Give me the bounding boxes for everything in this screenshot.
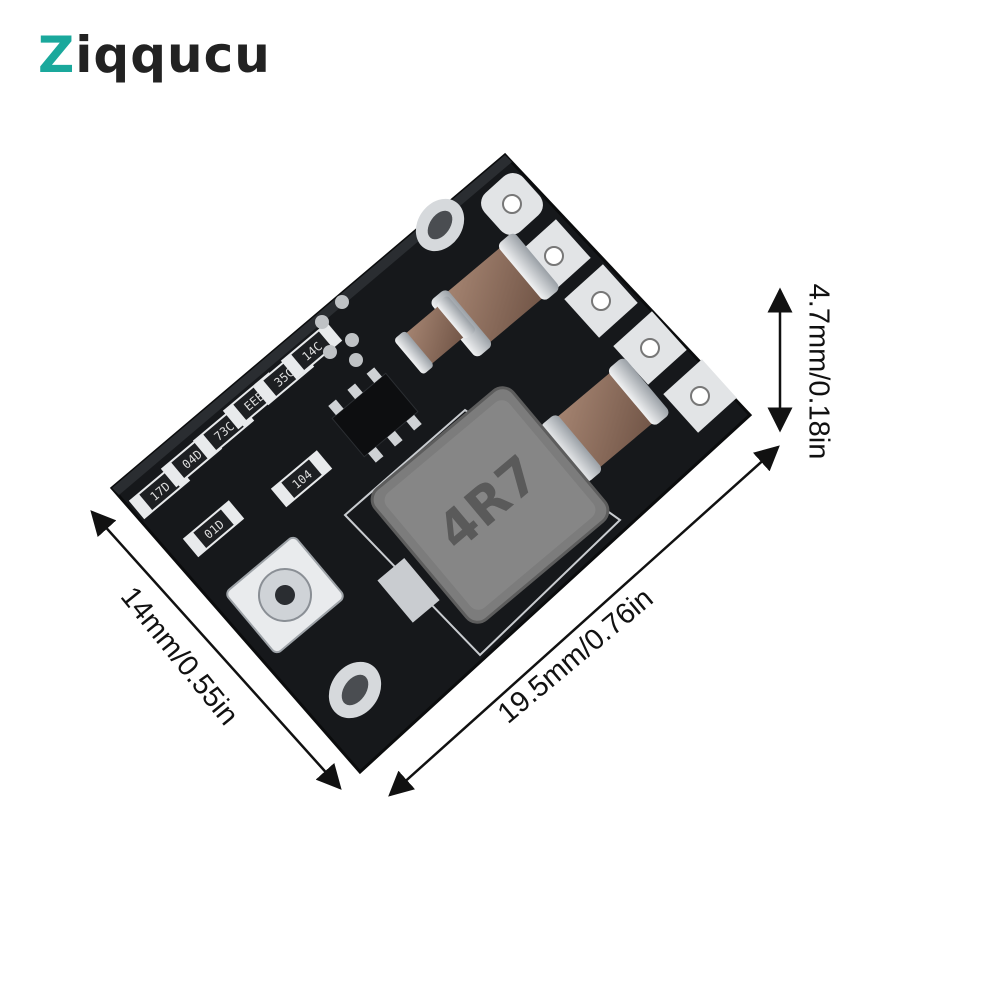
dimension-label-height: 4.7mm/0.18in	[802, 283, 835, 460]
brand-logo: Ziqqucu	[38, 30, 271, 80]
brand-logo-first-letter: Z	[38, 26, 76, 84]
vias	[315, 295, 363, 367]
pcb-top-edge	[112, 155, 512, 495]
dimension-arrow-length	[388, 445, 780, 797]
ic-chip	[328, 367, 422, 463]
pin-pad-5	[663, 359, 737, 433]
dimension-arrow-width	[90, 510, 342, 790]
mounting-hole-bottom	[328, 661, 382, 719]
brand-logo-rest: iqqucu	[75, 26, 271, 84]
pin-pad-1	[481, 173, 543, 235]
mounting-hole-top	[415, 198, 465, 252]
pin-pad-3	[564, 264, 638, 338]
capacitor-small-top	[395, 296, 475, 374]
